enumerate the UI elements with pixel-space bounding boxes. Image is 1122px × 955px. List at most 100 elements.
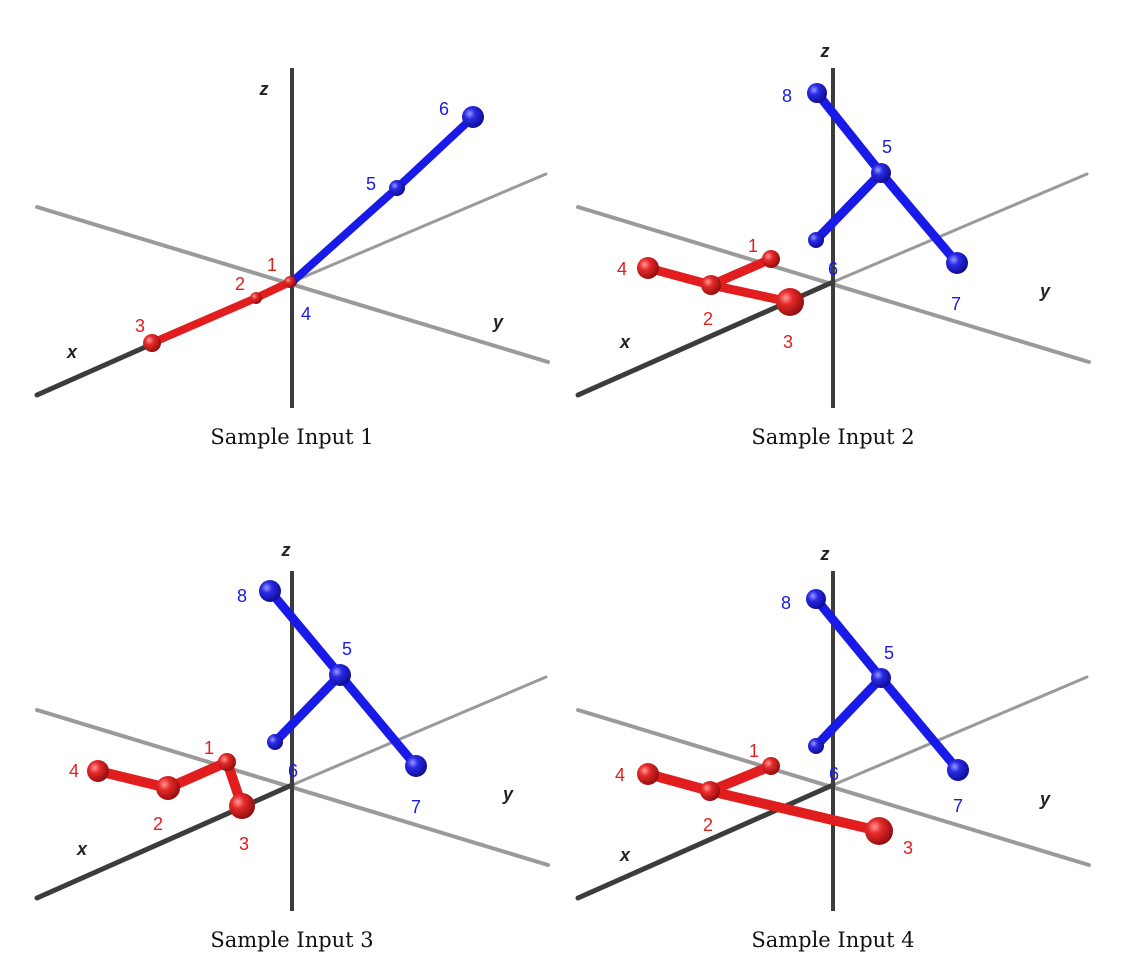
red-node-label-1: 1 [748,236,758,256]
red-node-label-3: 3 [903,838,913,858]
blue-edge-5-7 [876,168,962,268]
red-node-2 [700,781,720,801]
red-node-1 [762,250,780,268]
blue-node-label-8: 8 [781,593,791,613]
red-edge-1-2 [706,254,776,290]
blue-node-6 [462,106,484,128]
blue-node-label-5: 5 [342,639,352,659]
blue-edge-8-5 [812,88,886,178]
edges [148,113,477,347]
blue-node-label-7: 7 [951,294,961,314]
y-axis-label: y [1039,789,1051,809]
red-node-4 [637,763,659,785]
red-node-4 [637,257,659,279]
blue-node-8 [259,580,281,602]
red-node-3 [776,288,804,316]
blue-node-label-5: 5 [366,174,376,194]
blue-node-label-5: 5 [882,137,892,157]
edges [93,586,421,811]
blue-edge-5-7 [876,673,963,775]
blue-edge-5-6 [811,168,886,245]
blue-node-label-8: 8 [782,86,792,106]
blue-edge-5-6 [270,670,345,747]
z-axis-label: z [820,544,830,564]
x-axis-line [575,782,836,901]
red-node-label-1: 1 [749,741,759,761]
x-axis-back-line [290,172,548,284]
red-node-label-3: 3 [783,332,793,352]
red-node-2 [156,776,180,800]
blue-node-8 [806,589,826,609]
z-axis-label: z [281,540,291,560]
blue-node-label-8: 8 [237,586,247,606]
red-node-label-4: 4 [69,761,79,781]
red-edge-1-2 [705,761,776,796]
blue-node-7 [946,252,968,274]
red-node-3 [865,817,893,845]
red-node-label-1: 1 [267,255,277,275]
blue-node-label-7: 7 [411,797,421,817]
axes: x y z [575,544,1091,911]
red-node-1 [218,753,236,771]
y-axis-label: y [492,312,504,332]
red-node-label-1: 1 [204,738,214,758]
blue-node-6 [808,232,824,248]
z-axis-label: z [259,79,269,99]
red-node-label-3: 3 [135,316,145,336]
x-axis-label: x [76,839,88,859]
red-node-3 [229,793,255,819]
blue-node-6 [267,734,283,750]
x-axis-back-line [290,675,548,787]
blue-node-7 [405,755,427,777]
red-node-label-2: 2 [235,274,245,294]
red-node-1 [284,276,296,288]
blue-node-6 [808,738,824,754]
blue-edge-5-6 [393,113,477,192]
blue-node-5 [389,180,405,196]
x-axis-label: x [66,342,78,362]
blue-edge-8-5 [811,594,886,683]
y-axis-label: y [502,784,514,804]
red-edge-2-3 [148,294,260,347]
blue-node-label-6: 6 [288,761,298,781]
panel-caption: Sample Input 1 [210,425,373,449]
blue-edge-5-7 [335,670,421,771]
blue-node-7 [947,759,969,781]
blue-node-label-7: 7 [953,796,963,816]
red-node-label-3: 3 [239,834,249,854]
x-axis-back-line [831,675,1089,787]
red-node-2 [701,275,721,295]
panel-caption: Sample Input 2 [751,425,914,449]
x-axis-back-line [831,172,1089,284]
panel-caption: Sample Input 4 [751,928,914,952]
red-node-label-4: 4 [615,765,625,785]
red-node-2 [250,292,262,304]
blue-edge-5-6 [811,673,886,751]
panel-caption: Sample Input 3 [210,928,373,952]
blue-edge-4-5 [288,184,401,286]
red-node-label-2: 2 [703,815,713,835]
red-edge-4-2 [93,766,173,793]
red-edge-1-2 [252,278,294,302]
red-node-1 [762,757,780,775]
blue-node-label-4: 4 [301,304,311,324]
blue-node-5 [871,163,891,183]
blue-edge-8-5 [265,586,345,680]
blue-node-8 [807,83,827,103]
red-node-3 [143,334,161,352]
red-node-4 [87,760,109,782]
x-axis-label: x [619,332,631,352]
x-axis-label: x [619,845,631,865]
z-axis-label: z [820,41,830,61]
blue-node-label-5: 5 [884,643,894,663]
blue-node-5 [329,664,351,686]
blue-node-label-6: 6 [828,259,838,279]
